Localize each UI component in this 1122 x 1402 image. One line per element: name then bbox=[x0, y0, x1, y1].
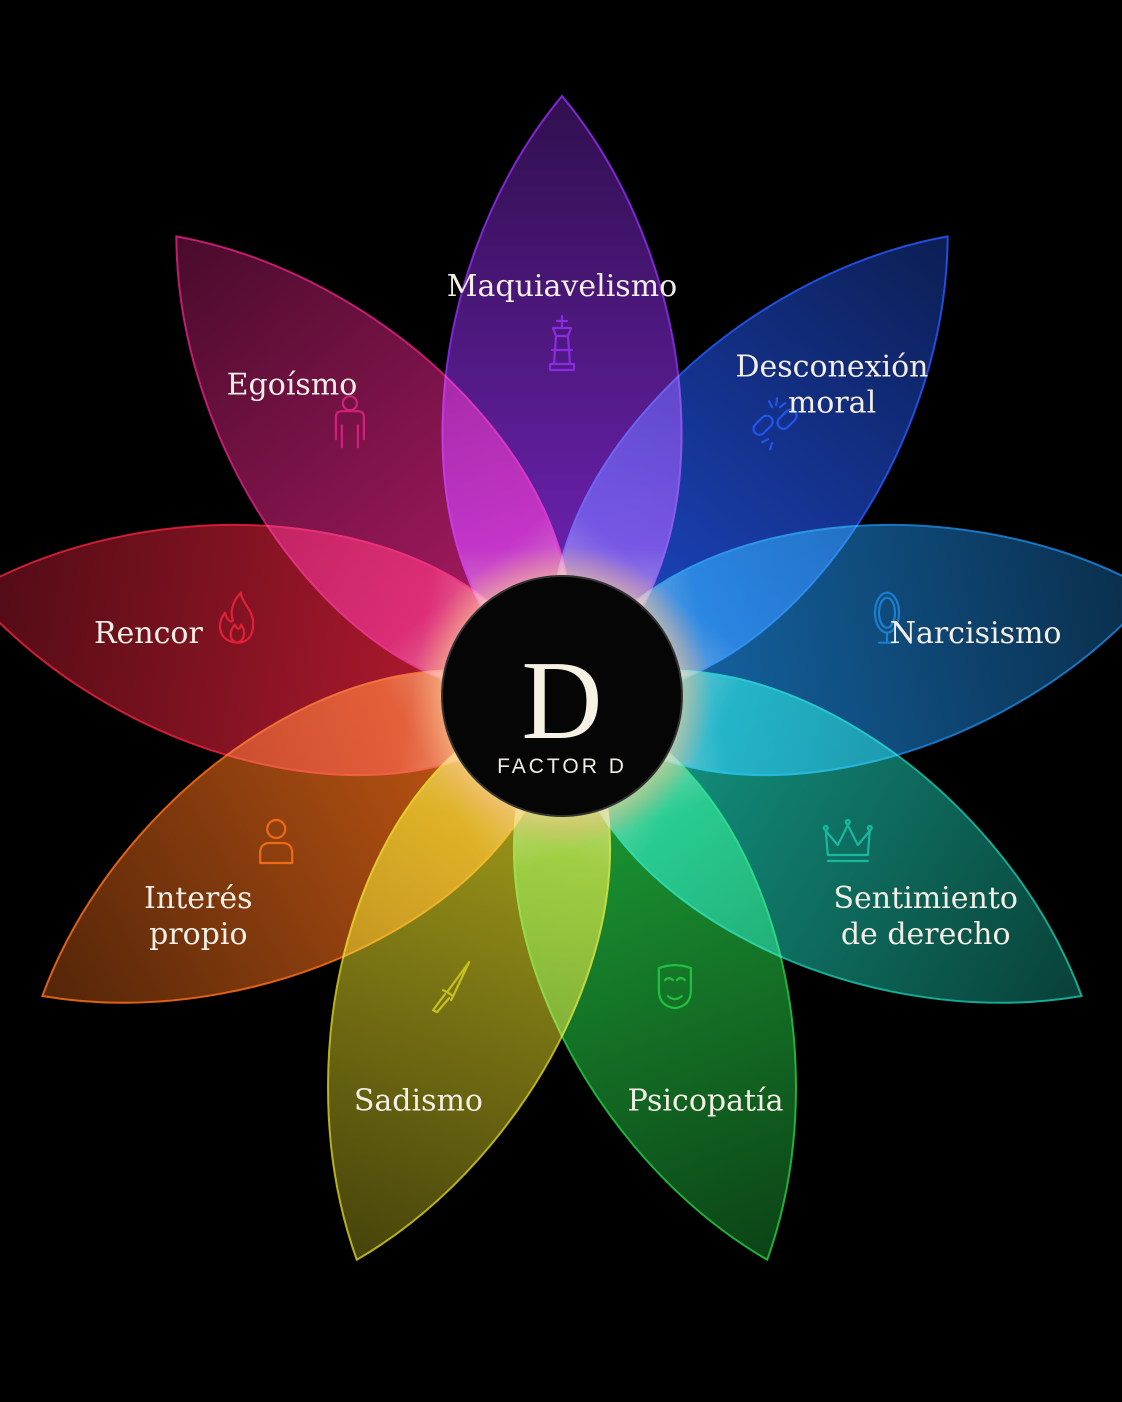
broken-chain-icon bbox=[752, 397, 798, 451]
petal-label-rencor: Rencor bbox=[94, 616, 204, 651]
crown-icon bbox=[822, 818, 873, 863]
person-standing-icon bbox=[334, 395, 365, 449]
petal-label-desconexion-moral: moral bbox=[788, 385, 876, 420]
center-label: FACTOR D bbox=[497, 755, 627, 778]
knife-icon bbox=[432, 960, 471, 1014]
petal-label-narcisismo: Narcisismo bbox=[890, 616, 1062, 651]
petal-label-interes-propio: Interés bbox=[144, 881, 252, 916]
center-letter: D bbox=[522, 639, 603, 763]
petal-label-interes-propio: propio bbox=[149, 917, 247, 952]
petal-labels: MaquiavelismoDesconexiónmoralNarcisismoS… bbox=[94, 269, 1062, 1119]
petal-label-sentimiento-de-derecho: de derecho bbox=[841, 917, 1011, 952]
center-circle bbox=[441, 575, 683, 817]
person-icon bbox=[259, 818, 294, 865]
petal-label-desconexion-moral: Desconexión bbox=[735, 349, 928, 384]
mirror-icon bbox=[873, 591, 901, 644]
petal-label-sentimiento-de-derecho: Sentimiento bbox=[833, 881, 1018, 916]
petal-label-maquiavelismo: Maquiavelismo bbox=[447, 269, 677, 304]
chess-king-icon bbox=[548, 314, 576, 372]
flame-icon bbox=[218, 591, 255, 644]
petal-label-egoismo: Egoísmo bbox=[227, 367, 358, 402]
petal-label-psicopatia: Psicopatía bbox=[628, 1084, 784, 1119]
petal-label-sadismo: Sadismo bbox=[354, 1084, 483, 1119]
mask-icon bbox=[657, 964, 693, 1010]
center-disc: D FACTOR D bbox=[412, 546, 712, 846]
